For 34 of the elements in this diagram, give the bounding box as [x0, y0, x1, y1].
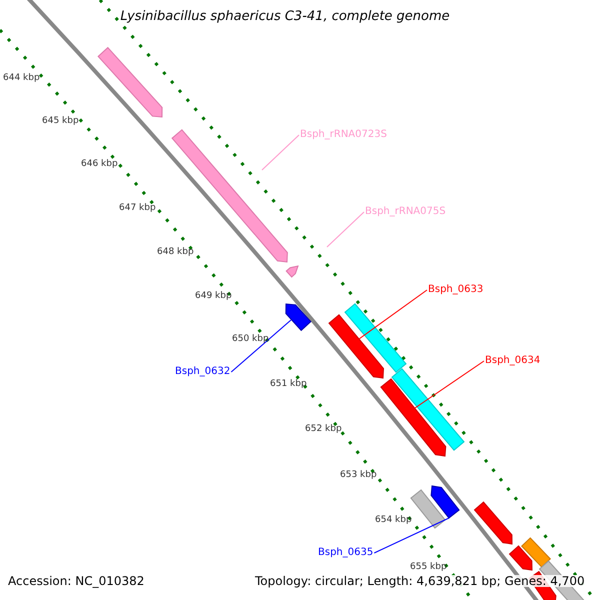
- gene-feature: [380, 378, 446, 457]
- gene-label: Bsph_rRNA0723S: [300, 130, 387, 140]
- gene-label: Bsph_0632: [175, 367, 230, 377]
- gene-feature: [286, 265, 299, 278]
- scale-label: 646 kbp: [81, 160, 118, 169]
- title: Lysinibacillus sphaericus C3-41, complete genome: [119, 10, 451, 23]
- gene-feature: [285, 303, 312, 332]
- gene-feature: [344, 303, 407, 373]
- leader-line: [230, 320, 292, 372]
- accession-text: Accession: NC_010382: [8, 575, 144, 587]
- gene-feature: [328, 314, 384, 379]
- leader-line: [262, 134, 300, 170]
- gene-label: Bsph_0635: [318, 548, 374, 558]
- leader-line: [358, 290, 428, 340]
- leader-line: [326, 212, 364, 248]
- scale-label: 651 kbp: [270, 380, 307, 389]
- gene-feature: [391, 368, 465, 451]
- scale-label: 650 kbp: [232, 335, 269, 344]
- genome-info-text: Topology: circular; Length: 4,639,821 bp; Genes: 4,700: [255, 575, 585, 587]
- gene-label: Bsph_0633: [428, 285, 484, 295]
- gene-label: Bsph_rRNA075S: [365, 207, 446, 217]
- leader-line: [414, 360, 484, 408]
- scale-label: 652 kbp: [305, 425, 342, 434]
- scale-label: 653 kbp: [340, 471, 377, 480]
- leader-line: [374, 518, 450, 554]
- scale-label: 644 kbp: [3, 74, 40, 83]
- scale-label: 655 kbp: [410, 563, 447, 572]
- scale-label: 649 kbp: [195, 292, 232, 301]
- gene-feature: [430, 485, 460, 519]
- scale-label: 647 kbp: [119, 204, 156, 213]
- scale-label: 645 kbp: [42, 117, 79, 126]
- scale-label: 648 kbp: [157, 248, 194, 257]
- gene-label: Bsph_0634: [485, 356, 540, 366]
- scale-label: 654 kbp: [375, 516, 412, 525]
